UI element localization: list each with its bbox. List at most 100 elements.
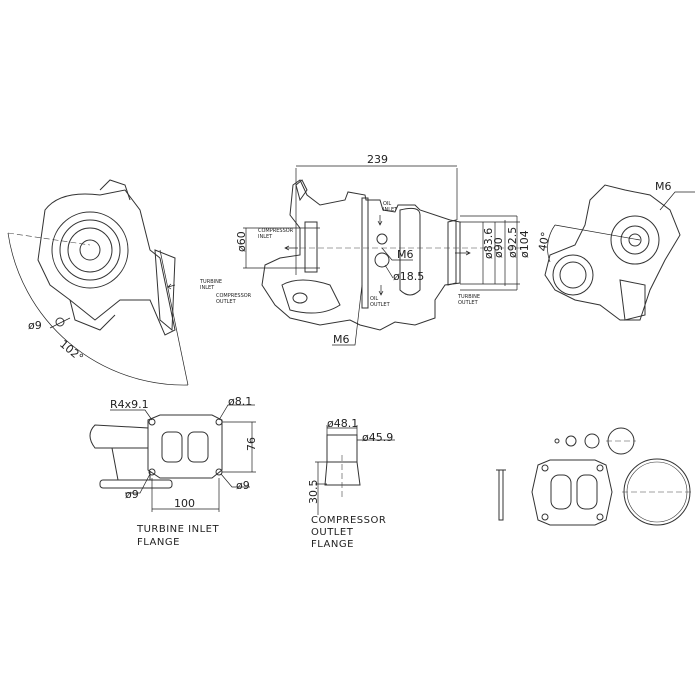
turbine-wheel: [559, 261, 587, 289]
width-label: 100: [174, 497, 195, 510]
turbine-outlet-dims: [460, 215, 520, 291]
hole: [55, 317, 65, 327]
height-label: 30.5: [307, 480, 320, 505]
actuator: [99, 179, 131, 201]
housing-outline: [37, 189, 176, 336]
angle-leg: [159, 249, 189, 386]
dim-104: ø104: [518, 230, 531, 258]
compressor-outlet-label: COMPRESSOR: [216, 293, 252, 299]
oil-outlet-label-2: OUTLET: [370, 302, 391, 308]
dia-leader: [384, 264, 394, 279]
oil-outlet-arrow: [378, 285, 384, 296]
bolt: [496, 469, 506, 521]
turbine-outlet-flange: [447, 219, 457, 286]
actuator: [619, 279, 646, 321]
inlet-pipe: [89, 424, 149, 449]
flange-title-1: TURBINE INLET: [136, 524, 219, 535]
turbine-inlet-label: TURBINE: [199, 279, 222, 285]
compressor-inlet-flange: [304, 221, 318, 273]
bolt-hole: [148, 418, 156, 426]
compressor-ring: [620, 225, 650, 255]
flange-plate: [147, 414, 223, 479]
bolt-hole: [148, 468, 156, 476]
oil-port-dia-label: ø18.5: [393, 270, 424, 283]
turbine-inlet-gasket: [531, 459, 613, 526]
radius-label: R4x9.1: [110, 398, 149, 411]
compressor-inlet-label: COMPRESSOR: [258, 228, 294, 234]
right-view-turbo: 40° M6: [536, 180, 695, 321]
oil-outlet-label: OIL: [370, 296, 378, 302]
thread-label: M6: [655, 180, 672, 193]
dim-92-5: ø92.5: [506, 227, 519, 258]
dim-60-label: ø60: [235, 231, 248, 252]
oil-inlet-label: OIL: [383, 201, 391, 207]
turbine-outlet: [552, 254, 594, 296]
compressor-hub: [79, 239, 101, 261]
right-hole-label: ø9: [236, 479, 250, 492]
bracket: [69, 299, 116, 331]
radius-leader: [110, 409, 153, 421]
compressor-inlet-arrow: [284, 245, 298, 251]
left-view-turbo: ø9 102°: [7, 179, 189, 386]
dim-76: [222, 421, 256, 473]
gasket-kit: [496, 427, 692, 526]
compressor-inlet-label-2: INLET: [258, 234, 273, 240]
center-plate: [361, 197, 369, 309]
left-hole-leader: [125, 473, 151, 494]
compressor-ring-inner: [67, 227, 113, 273]
top-hole-label: ø8.1: [228, 395, 252, 408]
dim-48-1: [326, 425, 358, 435]
oil-inlet-port: [376, 233, 388, 245]
oil-inlet-arrow: [377, 215, 383, 226]
outer-dia-label: ø48.1: [327, 417, 358, 430]
housing-outline: [544, 184, 681, 321]
gasket-port-1: [550, 474, 572, 510]
flange-title-1: COMPRESSOR: [311, 515, 386, 526]
thread-top-label: M6: [397, 248, 414, 261]
main-view-turbo: 239 ø60 ø83.6 ø90 ø92.5 ø104 M6 ø18.5: [167, 153, 531, 346]
turbine-inlet-flange: R4x9.1 ø8.1 76 ø9 ø9 100 TURBINE INLET F…: [89, 395, 258, 548]
flange-title-2: OUTLET: [311, 527, 354, 538]
inlet-base: [99, 479, 173, 489]
turbine-inlet-arrow: [167, 283, 176, 290]
dim-90: ø90: [492, 237, 505, 258]
dim-60: [243, 227, 320, 269]
gasket-port-2: [576, 474, 598, 510]
dim-83-6: ø83.6: [482, 228, 495, 259]
bolt-hole: [596, 513, 604, 521]
flange-title-2: FLANGE: [137, 537, 180, 548]
top-hole-leader: [218, 404, 255, 421]
compressor-ring: [59, 219, 121, 281]
angle-label: 40°: [536, 231, 552, 252]
bolt-hole: [541, 513, 549, 521]
right-hole-leader: [220, 473, 250, 488]
left-hole-label: ø9: [125, 488, 139, 501]
washer-large: [584, 433, 600, 449]
m6-leader: [659, 191, 695, 211]
leader: [49, 317, 71, 329]
body-outline: [261, 179, 461, 331]
thread-bottom-label: M6: [333, 333, 350, 346]
flange-port-1: [161, 431, 183, 463]
dim-30-5: [315, 461, 327, 515]
height-label: 76: [245, 437, 258, 451]
turbine-outlet-label-2: OUTLET: [458, 300, 479, 306]
compressor-volute: [281, 279, 341, 314]
angle-label: 102°: [57, 337, 86, 364]
bolt-hole: [541, 464, 549, 472]
centerline: [7, 232, 91, 246]
oil-outlet-port: [374, 252, 390, 268]
flange-lower: [324, 461, 361, 486]
dim-239: [295, 165, 458, 275]
turbine-outlet-arrow: [455, 250, 471, 256]
compressor-outlet-label-2: OUTLET: [216, 299, 237, 305]
outlet-port: [292, 292, 308, 304]
inlet-neck: [111, 447, 151, 481]
bolt-hole: [596, 464, 604, 472]
angle-arc-102: [7, 232, 189, 386]
angle-40-dim: [547, 224, 641, 263]
compressor-hub: [628, 233, 642, 247]
flange-port-2: [187, 431, 209, 463]
m6-bottom-leader: [332, 284, 363, 346]
washer: [565, 435, 577, 447]
